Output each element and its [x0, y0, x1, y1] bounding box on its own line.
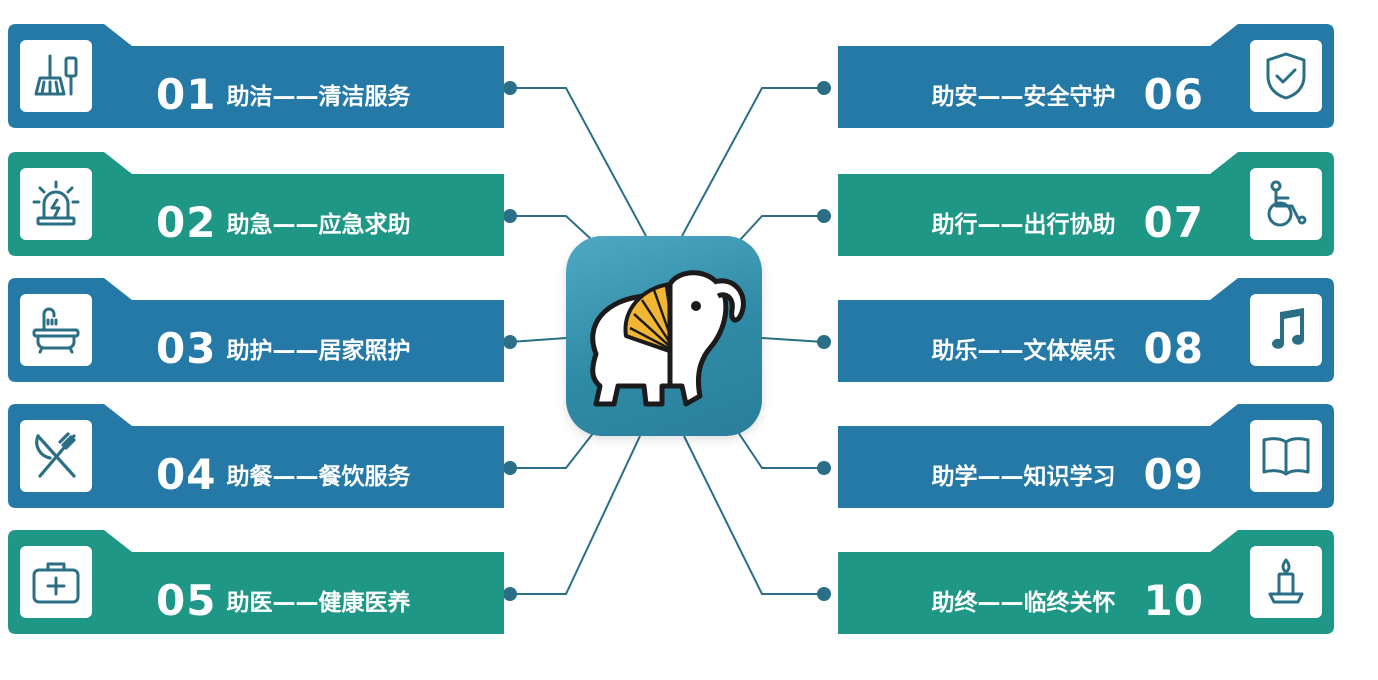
service-label: 05 助医——健康医养	[156, 566, 410, 634]
connector-line-04	[510, 431, 595, 469]
connector-line-03	[509, 337, 567, 343]
bathtub-icon	[32, 307, 80, 354]
service-text: 助安——安全守护	[931, 84, 1116, 110]
center-logo	[566, 236, 762, 436]
icon-box	[20, 546, 92, 618]
card-background	[838, 24, 1334, 128]
connector-line-09	[737, 431, 824, 469]
service-card-09: 助学——知识学习 09	[838, 404, 1334, 508]
icon-box	[20, 294, 92, 366]
service-number: 02	[156, 197, 217, 247]
elephant-logo-icon	[590, 270, 746, 407]
music-note-icon	[1272, 308, 1304, 349]
service-card-02: 02 助急——应急求助	[8, 152, 504, 256]
service-text: 助终——临终关怀	[931, 590, 1116, 616]
connector-line-08	[761, 337, 825, 343]
service-card-04: 04 助餐——餐饮服务	[8, 404, 504, 508]
icon-box	[1250, 546, 1322, 618]
icon-box	[1250, 40, 1322, 112]
card-background	[8, 152, 504, 256]
service-text: 助洁——清洁服务	[226, 84, 411, 110]
connector-dot-09	[817, 461, 831, 475]
icon-box	[20, 40, 92, 112]
candle-icon	[1268, 558, 1304, 604]
service-number: 08	[1143, 323, 1204, 373]
service-card-01: 01 助洁——清洁服务	[8, 24, 504, 128]
shield-check-icon	[1266, 52, 1306, 100]
fork-knife-icon	[35, 432, 76, 478]
service-number: 05	[156, 575, 217, 625]
service-text: 助护——居家照护	[226, 338, 411, 364]
service-number: 09	[1143, 449, 1204, 499]
connector-dot-07	[817, 209, 831, 223]
icon-box	[1250, 168, 1322, 240]
connector-dot-06	[817, 81, 831, 95]
service-label: 助乐——文体娱乐 08	[932, 314, 1204, 382]
service-label: 助学——知识学习 09	[932, 440, 1204, 508]
card-background	[8, 530, 504, 634]
icon-box	[1250, 420, 1322, 492]
service-card-07: 助行——出行协助 07	[838, 152, 1334, 256]
connector-line-05	[510, 435, 641, 595]
service-text: 助急——应急求助	[226, 212, 411, 238]
card-background	[838, 278, 1334, 382]
service-number: 01	[156, 69, 217, 119]
card-background	[8, 404, 504, 508]
service-label: 02 助急——应急求助	[156, 188, 410, 256]
connector-dot-04	[503, 461, 517, 475]
connector-dot-01	[503, 81, 517, 95]
service-number: 04	[156, 449, 217, 499]
connector-line-01	[510, 87, 647, 237]
connector-line-07	[739, 215, 824, 241]
service-label: 助安——安全守护 06	[932, 60, 1204, 128]
connector-line-06	[681, 87, 824, 237]
card-background	[838, 530, 1334, 634]
service-label: 01 助洁——清洁服务	[156, 60, 410, 128]
card-background	[8, 24, 504, 128]
connector-line-10	[683, 435, 824, 595]
service-text: 助行——出行协助	[931, 212, 1116, 238]
connector-line-02	[510, 215, 593, 241]
connector-dot-10	[817, 587, 831, 601]
icon-box	[20, 168, 92, 240]
service-label: 04 助餐——餐饮服务	[156, 440, 410, 508]
medical-kit-icon	[32, 562, 80, 604]
service-label: 助行——出行协助 07	[932, 188, 1204, 256]
broom-icon	[34, 54, 78, 96]
service-card-06: 助安——安全守护 06	[838, 24, 1334, 128]
connector-dot-02	[503, 209, 517, 223]
card-background	[838, 152, 1334, 256]
service-card-08: 助乐——文体娱乐 08	[838, 278, 1334, 382]
connector-dot-08	[817, 335, 831, 349]
service-number: 03	[156, 323, 217, 373]
card-background	[8, 278, 504, 382]
icon-box	[20, 420, 92, 492]
service-text: 助学——知识学习	[931, 464, 1116, 490]
open-book-icon	[1262, 437, 1310, 476]
service-card-10: 助终——临终关怀 10	[838, 530, 1334, 634]
service-number: 07	[1143, 197, 1204, 247]
service-card-03: 03 助护——居家照护	[8, 278, 504, 382]
service-label: 助终——临终关怀 10	[932, 566, 1204, 634]
wheelchair-icon	[1267, 180, 1307, 227]
service-number: 10	[1143, 575, 1204, 625]
service-number: 06	[1143, 69, 1204, 119]
card-background	[838, 404, 1334, 508]
service-label: 03 助护——居家照护	[156, 314, 410, 382]
service-text: 助乐——文体娱乐	[931, 338, 1116, 364]
service-text: 助餐——餐饮服务	[226, 464, 411, 490]
service-text: 助医——健康医养	[226, 590, 411, 616]
connector-dot-05	[503, 587, 517, 601]
alarm-light-icon	[32, 180, 80, 226]
service-card-05: 05 助医——健康医养	[8, 530, 504, 634]
icon-box	[1250, 294, 1322, 366]
connector-dot-03	[503, 335, 517, 349]
